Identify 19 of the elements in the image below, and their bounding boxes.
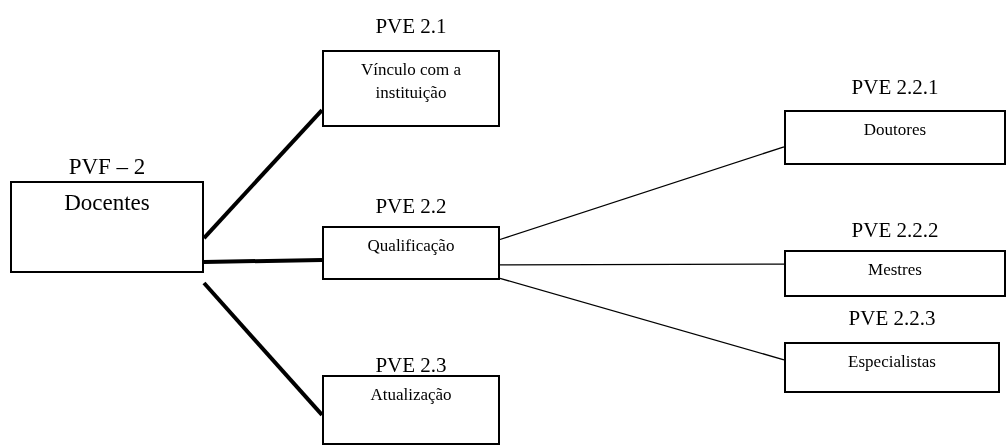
box-heading: PVE 2.1: [374, 16, 448, 37]
connector-line: [499, 146, 785, 241]
box-label: Qualificação: [366, 235, 456, 257]
box-label: Atualização: [369, 384, 453, 406]
box-label: Docentes: [63, 189, 151, 217]
box-heading: PVE 2.2.2: [850, 220, 940, 241]
connector-line: [203, 258, 323, 264]
box-heading: PVF – 2: [67, 155, 147, 178]
box-heading: PVE 2.2: [374, 196, 448, 217]
connector-line: [202, 281, 324, 417]
box-heading: PVE 2.3: [374, 355, 448, 376]
box-heading: PVE 2.2.3: [847, 308, 937, 329]
connector-line: [499, 277, 785, 361]
box-label: Especialistas: [847, 351, 937, 373]
box-label: Mestres: [867, 259, 923, 281]
box-heading: PVE 2.2.1: [850, 77, 940, 98]
box-label: Doutores: [862, 119, 928, 141]
connector-line: [499, 263, 785, 266]
box-label: Vínculo com a instituição: [359, 59, 463, 105]
